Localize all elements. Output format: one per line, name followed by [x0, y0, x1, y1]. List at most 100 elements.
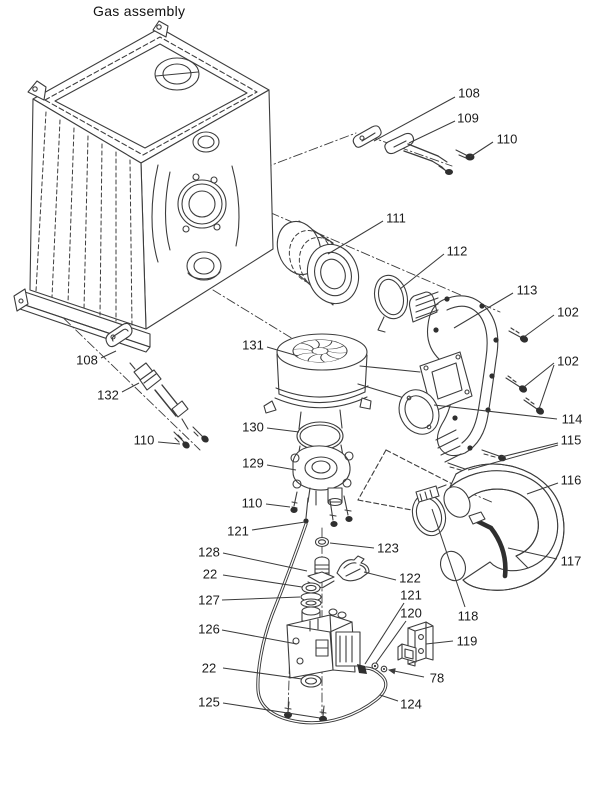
- screw-110-center: [290, 491, 298, 513]
- callout-label-110-17: 110: [242, 496, 263, 511]
- callout-label-110-33: 110: [134, 433, 155, 448]
- leader-line-110-33: [157, 441, 181, 445]
- screw-110-left-a: [173, 431, 190, 449]
- leader-line-126-24: [221, 629, 298, 645]
- leader-line-22-22: [222, 574, 303, 588]
- leader-line-111-3: [327, 220, 384, 255]
- callout-label-22-22: 22: [203, 567, 217, 582]
- callout-label-115-9: 115: [561, 433, 582, 448]
- callout-label-108-31: 108: [76, 353, 98, 368]
- callout-label-121-18: 121: [227, 524, 249, 539]
- leader-line-120-28: [375, 620, 407, 664]
- leader-line-115-9: [500, 442, 559, 458]
- callout-label-128-21: 128: [198, 545, 220, 560]
- callout-label-130-15: 130: [242, 420, 264, 435]
- leader-line-122-20: [363, 571, 397, 581]
- leader-line-130-15: [266, 427, 300, 433]
- callout-label-131-14: 131: [242, 338, 264, 353]
- leader-line-123-19: [329, 542, 375, 549]
- igniter-assembly-drawing: [105, 322, 209, 449]
- leader-line-109-1: [408, 120, 456, 144]
- leader-line-116-10: [526, 482, 559, 495]
- oring-130-drawing: [296, 409, 344, 451]
- screw-110-left-b: [192, 426, 209, 443]
- leader-line-102-6: [523, 314, 555, 338]
- callout-label-125-26: 125: [198, 695, 220, 710]
- leader-line-117-11: [507, 547, 558, 560]
- callout-label-129-16: 129: [242, 456, 264, 471]
- leader-line-121-18: [251, 521, 306, 531]
- callout-label-119-13: 119: [457, 634, 478, 649]
- leader-line-102-7-1: [538, 364, 555, 410]
- hose-124-drawing: [256, 522, 388, 725]
- callout-label-112-4: 112: [447, 244, 468, 259]
- callout-label-111-3: 111: [386, 211, 406, 226]
- oring-22b-drawing: [300, 674, 322, 688]
- leader-line-118-12: [431, 508, 466, 608]
- callout-label-121-29: 121: [400, 588, 422, 603]
- callout-label-113-5: 113: [517, 283, 538, 298]
- leader-line-114-8: [433, 404, 558, 420]
- callout-label-110-2: 110: [497, 132, 518, 147]
- venturi-mixer-drawing: [290, 444, 354, 527]
- washers-127-drawing: [300, 592, 322, 608]
- gas-valve-drawing: [286, 606, 361, 679]
- leader-line-108-31: [100, 350, 117, 359]
- callout-label-126-24: 126: [198, 622, 220, 637]
- burner-gasket-drawing: [373, 274, 409, 333]
- fitting-128-drawing: [307, 556, 335, 589]
- callout-label-117-11: 117: [561, 554, 582, 569]
- leader-line-113-5: [453, 292, 514, 329]
- oring-123-drawing: [314, 536, 330, 548]
- oring-22a-drawing: [301, 582, 321, 594]
- leader-line-115-9-1: [467, 444, 559, 471]
- callout-label-102-6: 102: [557, 305, 579, 320]
- leader-line-125-26: [222, 702, 321, 719]
- callout-label-118-12: 118: [458, 609, 479, 624]
- callout-label-109-1: 109: [457, 111, 479, 126]
- screw-121-pin: [303, 497, 309, 524]
- callout-label-102-7: 102: [557, 354, 579, 369]
- callout-label-127-23: 127: [198, 593, 220, 608]
- clip-122-drawing: [336, 555, 370, 582]
- callout-label-108-0: 108: [458, 86, 480, 101]
- flue-pipe-drawing: [439, 463, 565, 591]
- callouts-layer: 1081091101111121131021021141151161171181…: [76, 86, 582, 719]
- leader-line-112-4: [399, 253, 445, 290]
- leader-line-110-2: [469, 141, 494, 158]
- leader-line-129-16: [266, 464, 297, 471]
- leader-line-110-17: [265, 503, 291, 508]
- bracket-119-drawing: [397, 621, 434, 667]
- callout-label-132-32: 132: [97, 388, 119, 403]
- strap-117-drawing: [468, 511, 508, 579]
- fittings-120-121-78-drawing: [357, 662, 388, 674]
- callout-label-114-8: 114: [562, 412, 583, 427]
- leader-line-119-13: [425, 640, 454, 645]
- leader-line-128-21: [222, 552, 308, 572]
- electrode-assembly-drawing: [352, 125, 475, 175]
- screw-102-low: [523, 397, 544, 415]
- callout-label-122-20: 122: [399, 571, 421, 586]
- blower-drawing: [263, 333, 473, 414]
- leader-line-124-27: [379, 694, 399, 702]
- leader-line-131-14: [266, 346, 299, 357]
- leader-line-127-23: [221, 596, 301, 601]
- screw-102-mid: [505, 375, 528, 393]
- burner-drawing: [276, 220, 360, 306]
- heat-exchanger-drawing: [13, 20, 274, 353]
- flange-gasket-drawing: [398, 389, 440, 435]
- callout-label-123-19: 123: [377, 541, 399, 556]
- callout-label-78-30: 78: [430, 671, 444, 686]
- diagram-title: Gas assembly: [93, 3, 185, 19]
- leader-line-121-29: [364, 602, 405, 665]
- callout-label-22-25: 22: [202, 661, 216, 676]
- callout-label-124-27: 124: [400, 697, 422, 712]
- screw-102-top: [508, 327, 529, 343]
- screw-hang-b: [329, 499, 338, 527]
- callout-label-120-28: 120: [400, 606, 422, 621]
- clamp-118-drawing: [411, 484, 447, 537]
- leader-line-132-32: [121, 382, 140, 393]
- leader-line-102-7: [523, 362, 555, 388]
